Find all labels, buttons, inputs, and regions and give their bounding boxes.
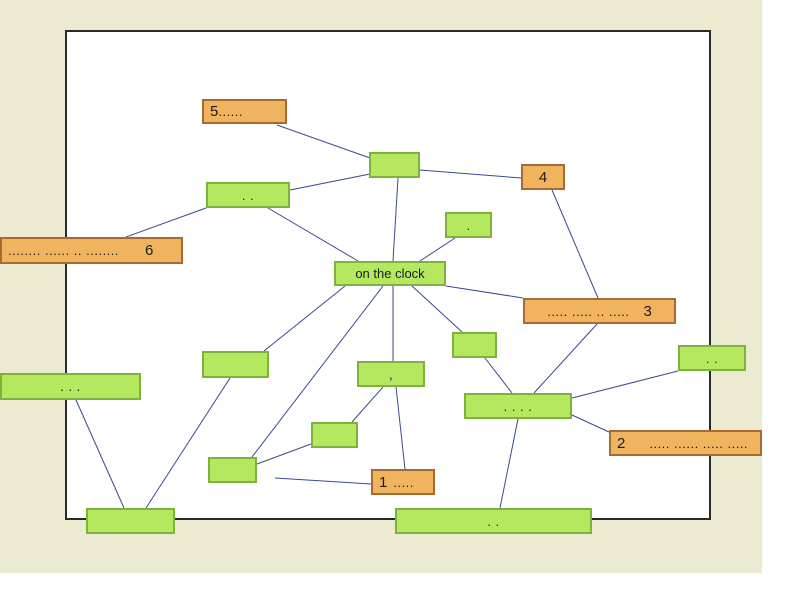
edge-righthub-2 — [571, 414, 610, 433]
edge-central-rightsmall — [411, 285, 463, 333]
node-right-hub[interactable]: . . . . — [464, 393, 572, 419]
edge-central-lowleft — [251, 285, 384, 458]
node-upper-left[interactable]: . . — [206, 182, 290, 208]
node-top[interactable] — [369, 152, 420, 178]
edge-3-righthub — [533, 323, 598, 394]
node-5[interactable]: 5 ...... — [202, 99, 287, 124]
node-center-low[interactable]: , — [357, 361, 425, 387]
edge-upperleft-central — [267, 207, 359, 262]
node-upper-left-label: . . — [241, 187, 255, 203]
node-6-number: 6 — [145, 242, 154, 259]
node-6-text: ........ ...... .. ........ — [8, 243, 120, 258]
node-bottom-wide[interactable]: . . — [395, 508, 592, 534]
node-small-low[interactable] — [311, 422, 358, 448]
edge-upperright-central — [419, 237, 456, 262]
edge-rightsmall-righthub — [484, 357, 513, 394]
node-5-text: ...... — [218, 104, 244, 119]
node-far-left[interactable]: . . . — [0, 373, 141, 400]
node-far-left-label: . . . — [60, 379, 81, 394]
node-upper-right[interactable]: . — [445, 212, 492, 238]
edge-4-3 — [551, 189, 599, 299]
node-4-number: 4 — [538, 168, 548, 186]
node-2[interactable]: 2 ..... ...... ..... ..... — [609, 430, 762, 456]
node-3[interactable]: ..... ..... .. ..... 3 — [523, 298, 676, 324]
edge-lowleft-1 — [274, 477, 372, 485]
edge-leftmid-bottomleft — [145, 377, 231, 509]
node-far-right[interactable]: . . — [678, 345, 746, 371]
edge-central-leftmid — [263, 285, 346, 352]
node-2-number: 2 — [617, 434, 626, 452]
edge-farleft-bottomleft — [75, 399, 125, 509]
node-right-small[interactable] — [452, 332, 497, 358]
node-6[interactable]: ........ ...... .. ........ 6 — [0, 237, 183, 264]
node-central-label: on the clock — [355, 266, 425, 281]
node-1-number: 1 — [379, 473, 388, 491]
edge-upperleft-6 — [125, 207, 207, 238]
node-3-text: ..... ..... .. ..... — [547, 303, 630, 319]
edge-top-central — [392, 177, 399, 262]
edge-5-top — [276, 124, 371, 159]
edge-top-upperleft — [289, 173, 371, 191]
edge-central-3 — [445, 285, 524, 299]
node-left-mid[interactable] — [202, 351, 269, 378]
node-2-text: ..... ...... ..... ..... — [649, 435, 749, 451]
edge-farright-righthub — [571, 370, 679, 399]
node-5-number: 5 — [210, 103, 219, 120]
node-right-hub-label: . . . . — [503, 398, 533, 414]
edge-centerlow-1 — [395, 386, 406, 470]
node-low-left[interactable] — [208, 457, 257, 483]
node-4[interactable]: 4 — [521, 164, 565, 190]
node-central[interactable]: on the clock — [334, 261, 446, 286]
node-center-low-label: , — [388, 366, 394, 382]
node-bottom-left[interactable] — [86, 508, 175, 534]
edge-smalllow-lowleft — [256, 443, 312, 465]
node-bottom-wide-label: . . — [487, 513, 500, 529]
node-1[interactable]: 1 ..... — [371, 469, 435, 495]
edge-top-4 — [419, 169, 522, 179]
edge-centerlow-smalllow — [351, 386, 384, 423]
node-far-right-label: . . — [705, 350, 719, 366]
node-3-number: 3 — [643, 302, 652, 320]
node-upper-right-label: . — [466, 217, 471, 233]
node-1-text: ..... — [393, 474, 414, 490]
edge-righthub-bottomwide — [499, 418, 519, 509]
